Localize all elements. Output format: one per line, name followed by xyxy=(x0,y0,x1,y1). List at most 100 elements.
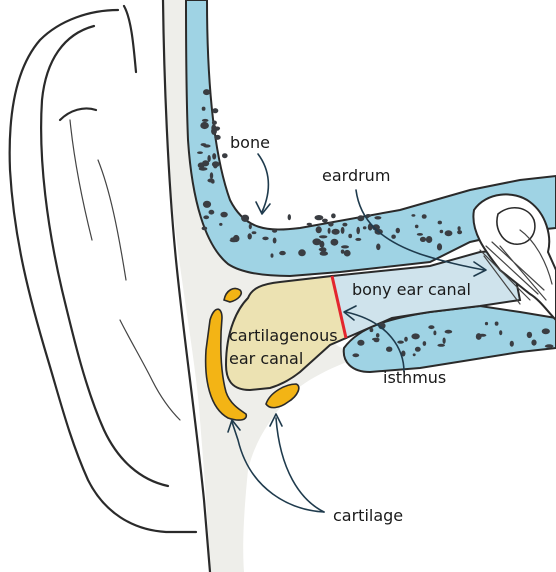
bone-pore xyxy=(437,344,445,347)
bone-pore xyxy=(203,144,210,147)
bone-pore xyxy=(207,179,214,183)
bone-pore xyxy=(542,328,550,334)
bone-pore xyxy=(315,215,324,220)
bone-pore xyxy=(203,89,210,95)
bone-pore xyxy=(222,153,228,158)
bone-pore xyxy=(212,161,220,167)
bone-pore xyxy=(485,322,488,325)
bone-pore xyxy=(386,347,392,352)
bone-pore xyxy=(298,249,306,256)
bone-pore xyxy=(413,353,416,356)
bone-pore xyxy=(209,210,215,215)
bone-pore xyxy=(344,250,351,257)
label-cartilagenous-line2: ear canal xyxy=(229,349,303,368)
bone-pore xyxy=(457,230,462,234)
label-cartilage: cartilage xyxy=(333,506,403,525)
label-eardrum: eardrum xyxy=(322,166,390,185)
bone-pore xyxy=(372,338,380,341)
bone-pore xyxy=(531,340,536,346)
bone-pore xyxy=(411,214,415,217)
bone-pore xyxy=(279,251,286,255)
bone-pore xyxy=(458,226,461,230)
bone-pore xyxy=(332,229,340,235)
bone-pore xyxy=(438,221,442,225)
bone-pore xyxy=(271,253,274,257)
bone-pore xyxy=(288,214,291,220)
bone-pore xyxy=(445,230,453,236)
bone-pore xyxy=(202,119,209,122)
bone-pore xyxy=(272,229,277,232)
bone-pore xyxy=(341,250,345,254)
bone-pore xyxy=(211,124,216,131)
bone-pore xyxy=(233,235,240,242)
bone-pore xyxy=(423,341,427,346)
bone-pore xyxy=(376,244,380,251)
bone-pore xyxy=(356,227,360,234)
bone-pore xyxy=(197,151,203,154)
bone-pore xyxy=(203,215,209,219)
bone-pore xyxy=(312,238,321,245)
bone-pore xyxy=(219,223,222,226)
bone-pore xyxy=(417,233,423,236)
bone-pore xyxy=(357,340,364,346)
bone-pore xyxy=(352,353,359,357)
bone-pore xyxy=(200,122,209,129)
bone-pore xyxy=(212,121,217,125)
bone-pore xyxy=(397,341,404,344)
bone-pore xyxy=(210,172,213,179)
bone-pore xyxy=(331,239,339,246)
bone-pore xyxy=(478,334,486,337)
bone-pore xyxy=(443,338,446,344)
bone-pore xyxy=(341,245,349,248)
bone-pore xyxy=(357,215,364,221)
bone-pore xyxy=(415,225,419,229)
bone-pore xyxy=(331,213,336,218)
label-bone: bone xyxy=(230,133,270,152)
bone-pore xyxy=(322,219,328,223)
bone-pore xyxy=(341,227,345,234)
bone-pore xyxy=(316,226,322,233)
bone-pore xyxy=(214,135,220,140)
bone-pore xyxy=(202,107,206,111)
bone-pore xyxy=(370,328,374,332)
bone-pore xyxy=(248,233,252,239)
bone-pore xyxy=(415,347,421,352)
label-cartilagenous-line1: cartilagenous xyxy=(229,326,338,345)
bone-pore xyxy=(404,337,408,342)
bone-arrow xyxy=(258,154,268,212)
bone-pore xyxy=(495,322,499,326)
bone-pore xyxy=(391,235,396,239)
bone-pore xyxy=(499,330,502,335)
bone-pore xyxy=(212,153,216,159)
bone-pore xyxy=(307,223,312,226)
bone-pore xyxy=(428,325,434,329)
bone-pore xyxy=(252,231,257,234)
bone-pore xyxy=(320,251,328,256)
bone-pore xyxy=(342,223,347,227)
bone-pore xyxy=(420,237,426,242)
bone-pore xyxy=(273,238,277,244)
bone-pore xyxy=(348,234,352,238)
bone-pore xyxy=(220,212,227,218)
bone-pore xyxy=(422,214,427,219)
bone-pore xyxy=(396,228,400,234)
bone-pore xyxy=(328,222,333,227)
bone-pore xyxy=(202,160,209,166)
bone-pore xyxy=(433,331,436,336)
bone-pore xyxy=(545,344,554,348)
bone-pore xyxy=(319,235,327,238)
cartilage-arrow-right xyxy=(276,418,324,512)
bone-pore xyxy=(212,108,218,113)
bone-pore xyxy=(527,332,532,338)
bone-pore xyxy=(241,215,249,222)
bone-pore xyxy=(440,230,444,233)
bone-pore xyxy=(328,228,331,234)
bone-pore xyxy=(426,236,432,243)
bone-pore xyxy=(249,224,252,229)
bone-pore xyxy=(411,333,419,339)
bone-pore xyxy=(376,333,380,338)
bone-pore xyxy=(437,243,442,250)
bone-pore xyxy=(202,227,208,231)
